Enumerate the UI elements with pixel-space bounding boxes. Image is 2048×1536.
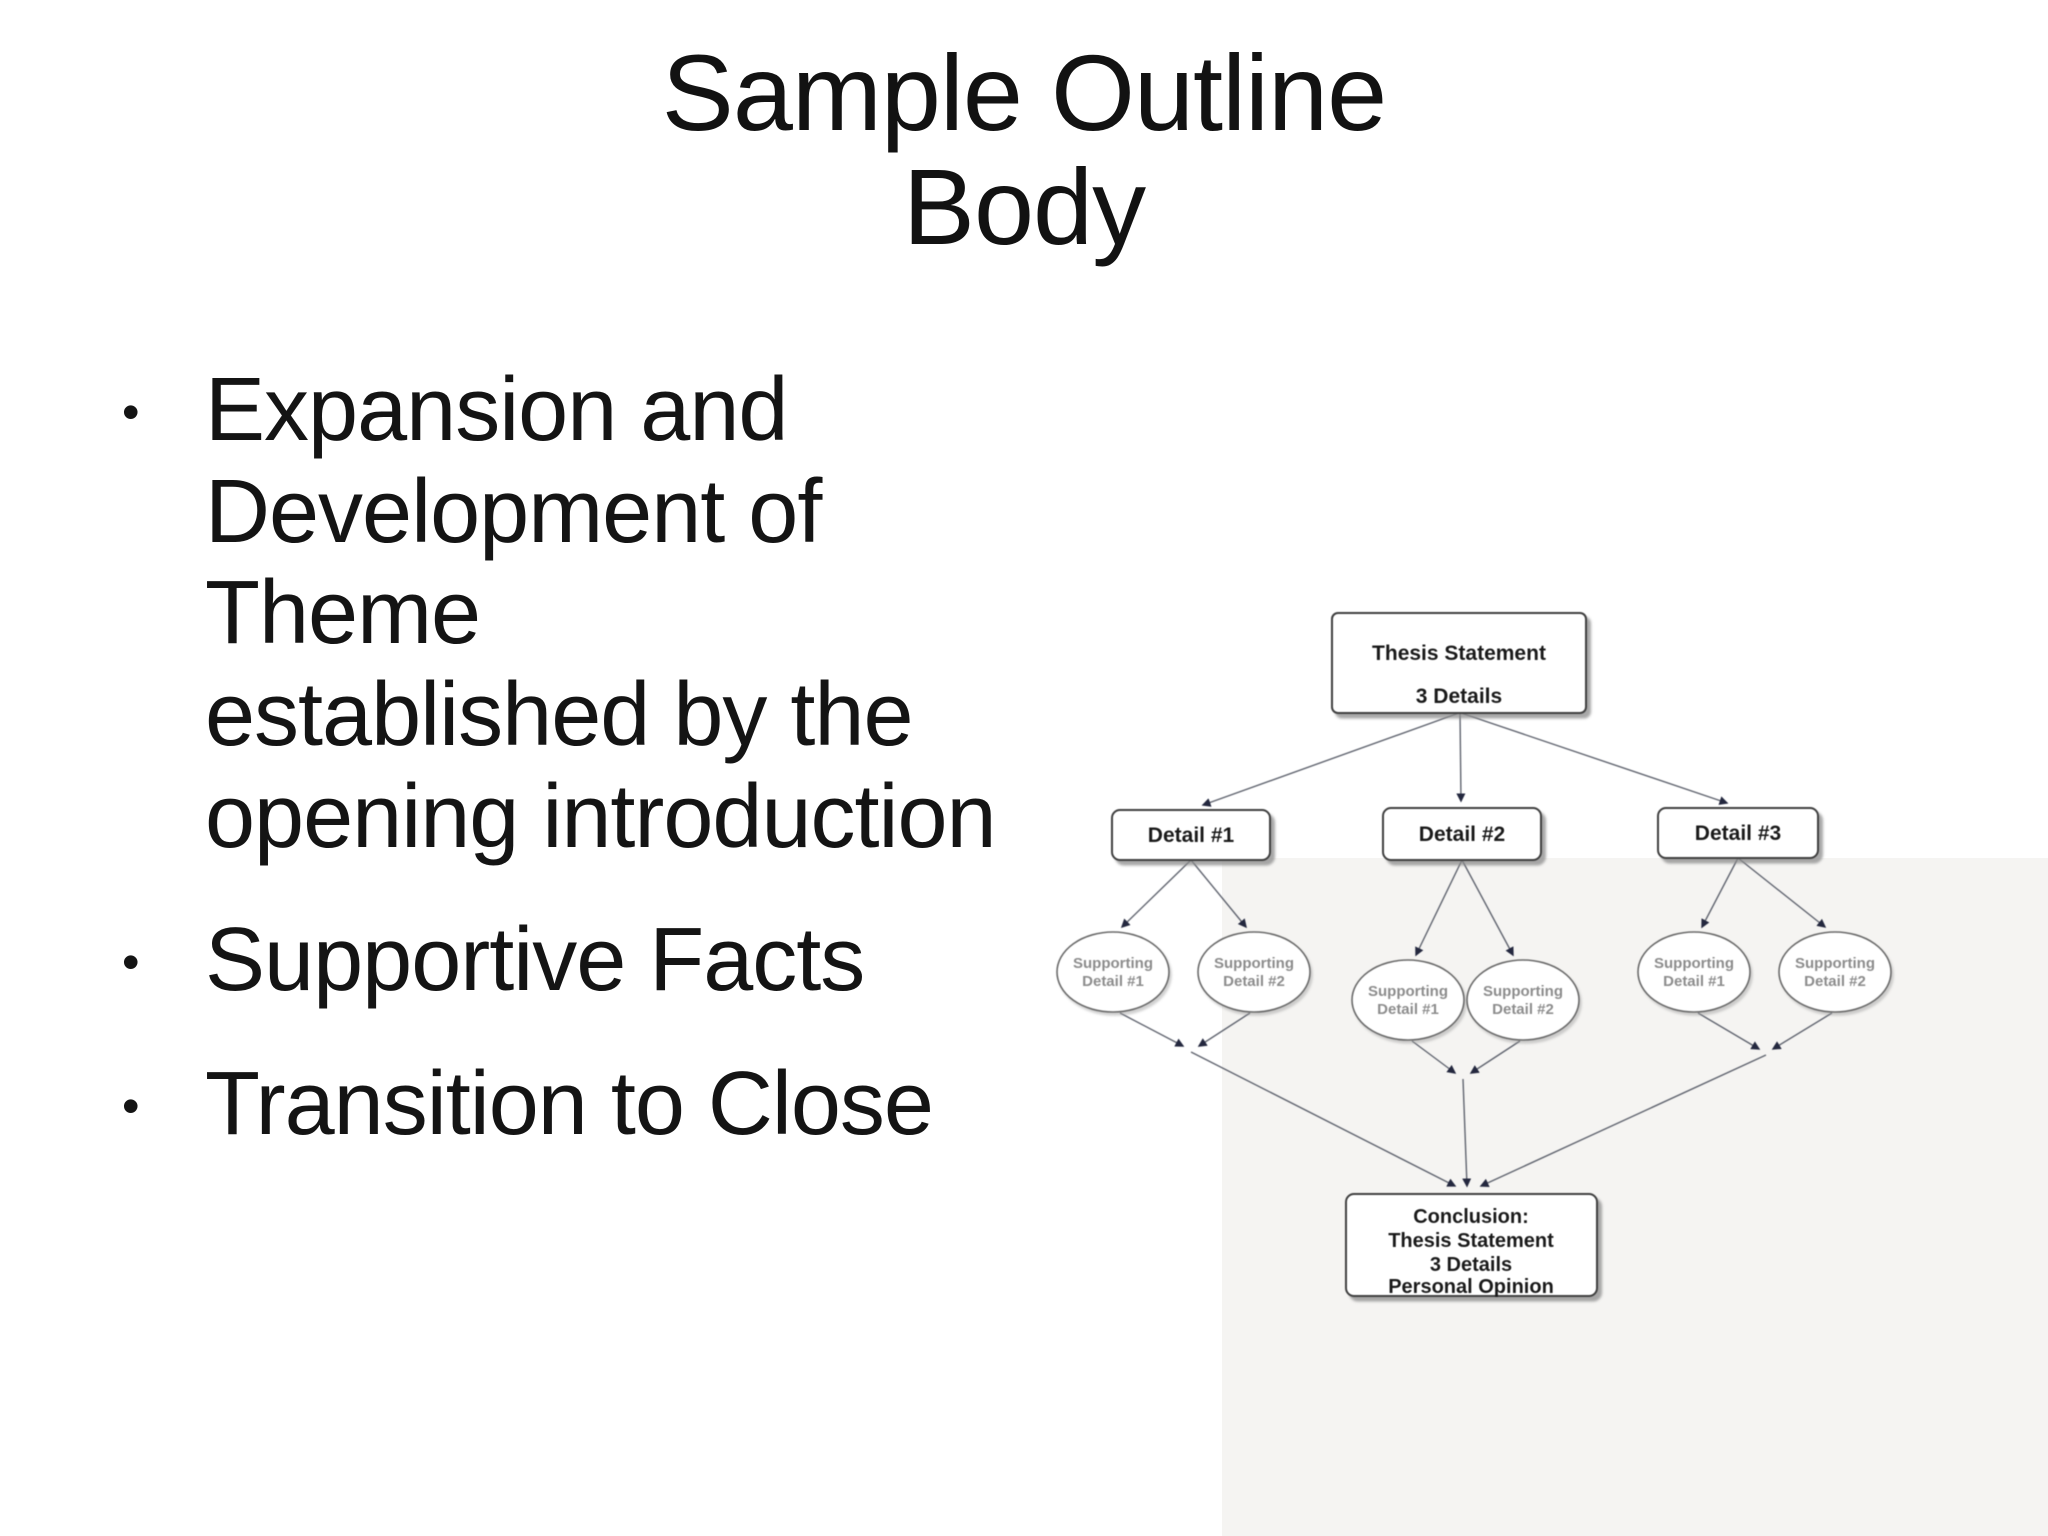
bullet-list: • Expansion and Development of Theme est… bbox=[100, 360, 1080, 1198]
svg-text:Supporting: Supporting bbox=[1795, 955, 1875, 972]
supporting-ellipse: Supporting Detail #2 bbox=[1778, 931, 1892, 1013]
outline-flowchart: Thesis Statement 3 Details Detail #1 Det… bbox=[1040, 585, 1900, 1315]
supporting-ellipse: Supporting Detail #2 bbox=[1197, 931, 1311, 1013]
supporting-ellipse: Supporting Detail #1 bbox=[1637, 931, 1751, 1013]
svg-text:Supporting: Supporting bbox=[1073, 955, 1153, 972]
svg-text:Supporting: Supporting bbox=[1654, 955, 1734, 972]
conclusion-line4: Personal Opinion bbox=[1388, 1276, 1554, 1298]
list-item: • Transition to Close bbox=[100, 1054, 1080, 1156]
detail-node-1: Detail #1 bbox=[1111, 809, 1271, 861]
bullet-icon: • bbox=[122, 384, 139, 440]
bullet-line: Development of Theme bbox=[205, 461, 822, 664]
detail-1-label: Detail #1 bbox=[1148, 824, 1235, 847]
supporting-ellipse: Supporting Detail #1 bbox=[1351, 959, 1465, 1041]
supporting-ellipse: Supporting Detail #2 bbox=[1466, 959, 1580, 1041]
bullet-icon: • bbox=[122, 1078, 139, 1135]
conclusion-line1: Conclusion: bbox=[1413, 1206, 1529, 1228]
conclusion-line2: Thesis Statement bbox=[1388, 1230, 1554, 1252]
bullet-icon: • bbox=[122, 934, 139, 991]
detail-node-3: Detail #3 bbox=[1657, 807, 1819, 859]
list-item: • Supportive Facts bbox=[100, 910, 1080, 1012]
conclusion-node: Conclusion: Thesis Statement 3 Details P… bbox=[1345, 1193, 1598, 1298]
svg-text:Detail #2: Detail #2 bbox=[1804, 973, 1866, 990]
supporting-ellipse: Supporting Detail #1 bbox=[1056, 931, 1170, 1013]
bullet-line: Supportive Facts bbox=[205, 910, 865, 1011]
conclusion-line3: 3 Details bbox=[1430, 1254, 1512, 1276]
list-item: • Expansion and Development of Theme est… bbox=[100, 360, 1080, 868]
svg-text:Supporting: Supporting bbox=[1214, 955, 1294, 972]
detail-3-label: Detail #3 bbox=[1695, 822, 1781, 845]
thesis-label-line1: Thesis Statement bbox=[1372, 642, 1546, 665]
detail-node-2: Detail #2 bbox=[1382, 807, 1542, 861]
svg-text:Detail #1: Detail #1 bbox=[1377, 1001, 1439, 1018]
svg-text:Detail #2: Detail #2 bbox=[1492, 1001, 1554, 1018]
detail-2-label: Detail #2 bbox=[1419, 823, 1505, 846]
bullet-line: established by the bbox=[205, 665, 914, 766]
svg-text:Supporting: Supporting bbox=[1368, 983, 1448, 1000]
slide-title-line2: Body bbox=[902, 146, 1146, 268]
svg-text:Detail #1: Detail #1 bbox=[1663, 973, 1725, 990]
bullet-line: opening introduction bbox=[205, 766, 997, 867]
connector-arrows bbox=[1119, 712, 1833, 1188]
thesis-node: Thesis Statement 3 Details bbox=[1331, 612, 1587, 714]
bullet-line: Expansion and bbox=[205, 360, 788, 460]
thesis-label-line2: 3 Details bbox=[1416, 685, 1502, 708]
svg-text:Detail #2: Detail #2 bbox=[1223, 973, 1285, 990]
bullet-line: Transition to Close bbox=[205, 1054, 934, 1155]
svg-text:Supporting: Supporting bbox=[1483, 983, 1563, 1000]
slide-title: Sample Outline Body bbox=[0, 32, 2048, 268]
slide-title-line1: Sample Outline bbox=[661, 32, 1387, 153]
svg-text:Detail #1: Detail #1 bbox=[1082, 973, 1144, 990]
